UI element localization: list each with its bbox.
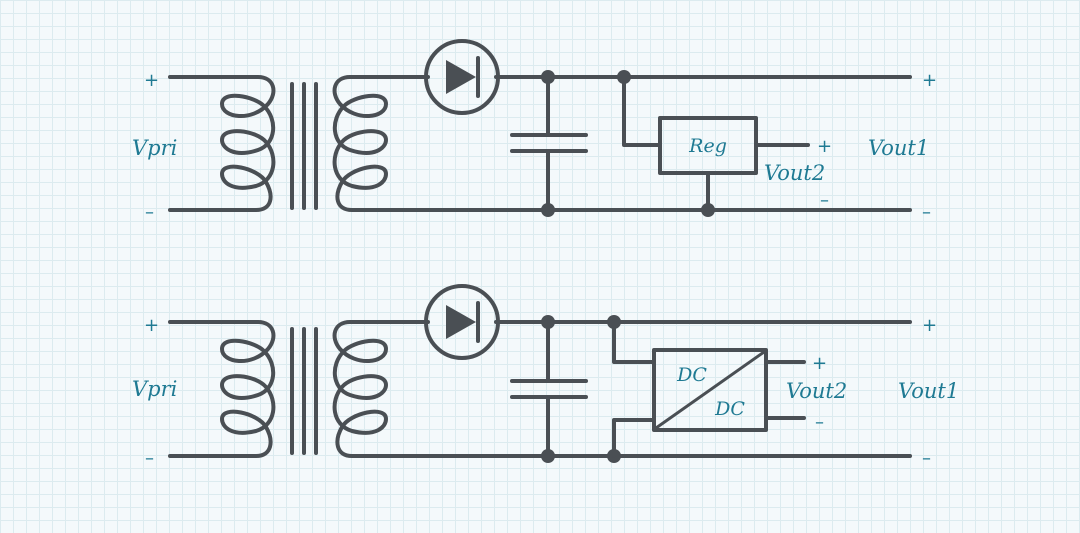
input-plus-sign: + [144,315,159,336]
vout2-plus-sign: + [812,353,827,374]
junction-dot [541,449,555,463]
vout1-minus-sign: – [922,202,931,223]
vout2-minus-sign: – [815,412,824,433]
circuit-regulator: + – Vpri Reg [132,39,937,223]
primary-winding [168,320,276,458]
secondary-winding [332,320,550,458]
diode [424,284,500,360]
circuit-dcdc: + – Vpri DC DC [132,284,959,469]
diode-arrow-icon [446,305,476,339]
dcdc-converter-block [652,348,768,432]
converter-input-wire [612,320,656,364]
junction-dot [541,203,555,217]
junction-dot [541,315,555,329]
transformer [168,320,550,458]
regulator-label: Reg [688,135,727,157]
secondary-winding [332,75,550,212]
primary-winding [168,75,276,212]
vout2-label: Vout2 [786,379,847,403]
vout2-minus-sign: – [820,190,829,211]
capacitor [510,75,588,212]
vout1-label: Vout1 [868,136,929,160]
junction-dot [541,70,555,84]
transformer [168,75,550,212]
vout1-label: Vout1 [898,379,959,403]
vout1-plus-sign: + [922,315,937,336]
diode [424,39,500,115]
converter-diagonal [654,350,766,430]
vout2-label: Vout2 [764,161,825,185]
vout1-minus-sign: – [922,448,931,469]
converter-ground-wire [612,418,656,458]
input-voltage-label: Vpri [132,136,177,160]
input-minus-sign: – [145,202,154,223]
converter-label-top: DC [676,364,707,386]
input-plus-sign: + [144,70,159,91]
capacitor [510,320,588,458]
vout2-plus-sign: + [817,136,832,157]
regulator-input-wire [622,75,662,147]
diode-arrow-icon [446,60,476,94]
vout1-plus-sign: + [922,70,937,91]
input-minus-sign: – [145,448,154,469]
input-voltage-label: Vpri [132,377,177,401]
converter-label-bottom: DC [714,398,745,420]
